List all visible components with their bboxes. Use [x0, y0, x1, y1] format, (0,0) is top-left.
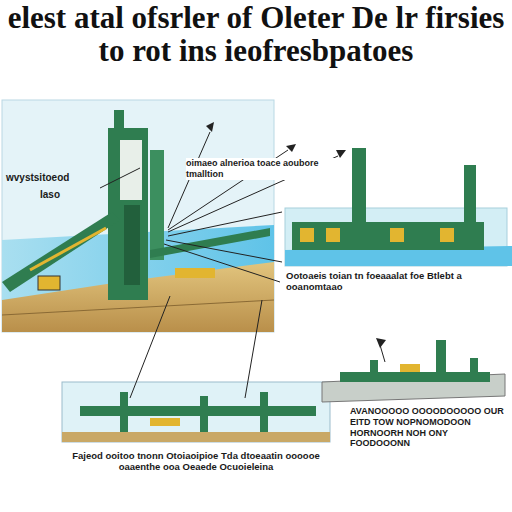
- section-scene: [62, 382, 330, 442]
- dredger-scene: [2, 100, 274, 332]
- callout-label: Iaso: [40, 189, 84, 201]
- callout-label: Ootoaeis toian tn foeaaalat foe Btlebt a…: [286, 270, 482, 293]
- arrow-marks: [206, 122, 386, 348]
- callout-label: Fajeod ooitoo tnonn Otoiaoipioe Tda dtoe…: [62, 450, 330, 473]
- callout-label: AVANOOOOO OOOODOOOOO OUR EITD TOW NOPNOM…: [350, 406, 508, 449]
- callout-label: wvystsitoeod: [6, 172, 102, 184]
- pipe-scene: [322, 340, 505, 402]
- callout-label: oimaeo alnerioa toace aoubore tmalltion: [186, 158, 346, 180]
- diagram-title: elest atal ofsrler of Oleter De lr firsi…: [4, 2, 508, 67]
- leader-lines: [100, 132, 385, 398]
